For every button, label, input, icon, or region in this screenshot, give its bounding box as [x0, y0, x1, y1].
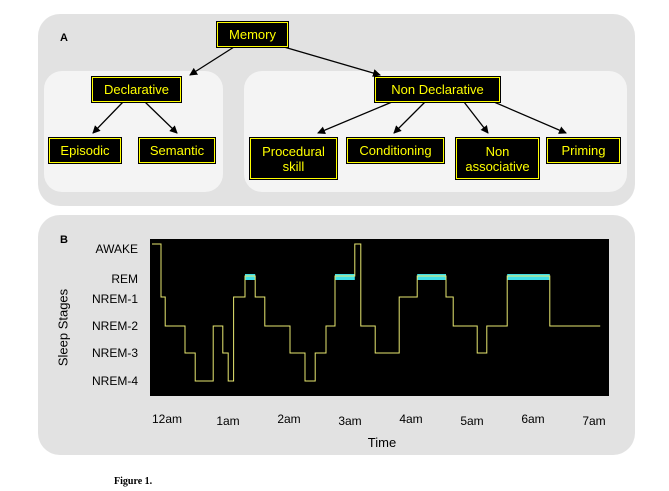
y-tick-label: NREM-2: [91, 319, 138, 333]
y-tick-label: AWAKE: [95, 242, 138, 256]
arrow-declarative-semantic: [144, 101, 178, 134]
x-tick-label: 7am: [582, 414, 606, 428]
node-conditioning: Conditioning: [346, 137, 445, 164]
x-tick-label: 6am: [521, 412, 545, 426]
arrow-nondecl-priming: [493, 101, 567, 134]
x-tick-label: 3am: [338, 414, 362, 428]
rem-period-bar: [507, 274, 550, 280]
x-axis-label: Time: [367, 435, 397, 450]
figure-caption: Figure 1.: [114, 476, 153, 487]
x-tick-label: 1am: [216, 414, 240, 428]
arrow-nondecl-nonassociative: [463, 101, 489, 134]
node-non-associative: Non associative: [455, 137, 540, 180]
node-memory: Memory: [216, 21, 289, 48]
hypnogram-line: [152, 243, 601, 382]
y-tick-label: NREM-3: [91, 346, 138, 360]
arrow-memory-non-declarative: [283, 46, 381, 77]
arrow-memory-declarative: [189, 46, 235, 76]
arrow-nondecl-conditioning: [393, 101, 426, 134]
panel-b-letter: B: [60, 234, 68, 246]
x-tick-label: 2am: [277, 412, 301, 426]
rem-period-bar: [245, 274, 256, 280]
arrow-declarative-episodic: [92, 101, 124, 134]
hypnogram-plot-area: [150, 239, 609, 396]
node-non-declarative: Non Declarative: [374, 76, 501, 103]
node-episodic: Episodic: [48, 137, 122, 164]
x-tick-label: 4am: [399, 412, 423, 426]
x-tick-label: 5am: [460, 414, 484, 428]
arrow-nondecl-procedural: [317, 101, 393, 134]
rem-period-bar: [417, 274, 446, 280]
y-tick-label: NREM-4: [91, 374, 138, 388]
y-tick-label: REM: [111, 272, 138, 286]
panel-a-letter: A: [60, 32, 68, 44]
x-tick-label: 12am: [151, 412, 183, 426]
rem-period-bar: [335, 274, 355, 280]
y-tick-label: NREM-1: [91, 292, 138, 306]
node-declarative: Declarative: [91, 76, 182, 103]
node-semantic: Semantic: [138, 137, 216, 164]
node-priming: Priming: [546, 137, 621, 164]
node-procedural-skill: Procedural skill: [249, 137, 338, 180]
y-axis-label: Sleep Stages: [55, 288, 71, 367]
